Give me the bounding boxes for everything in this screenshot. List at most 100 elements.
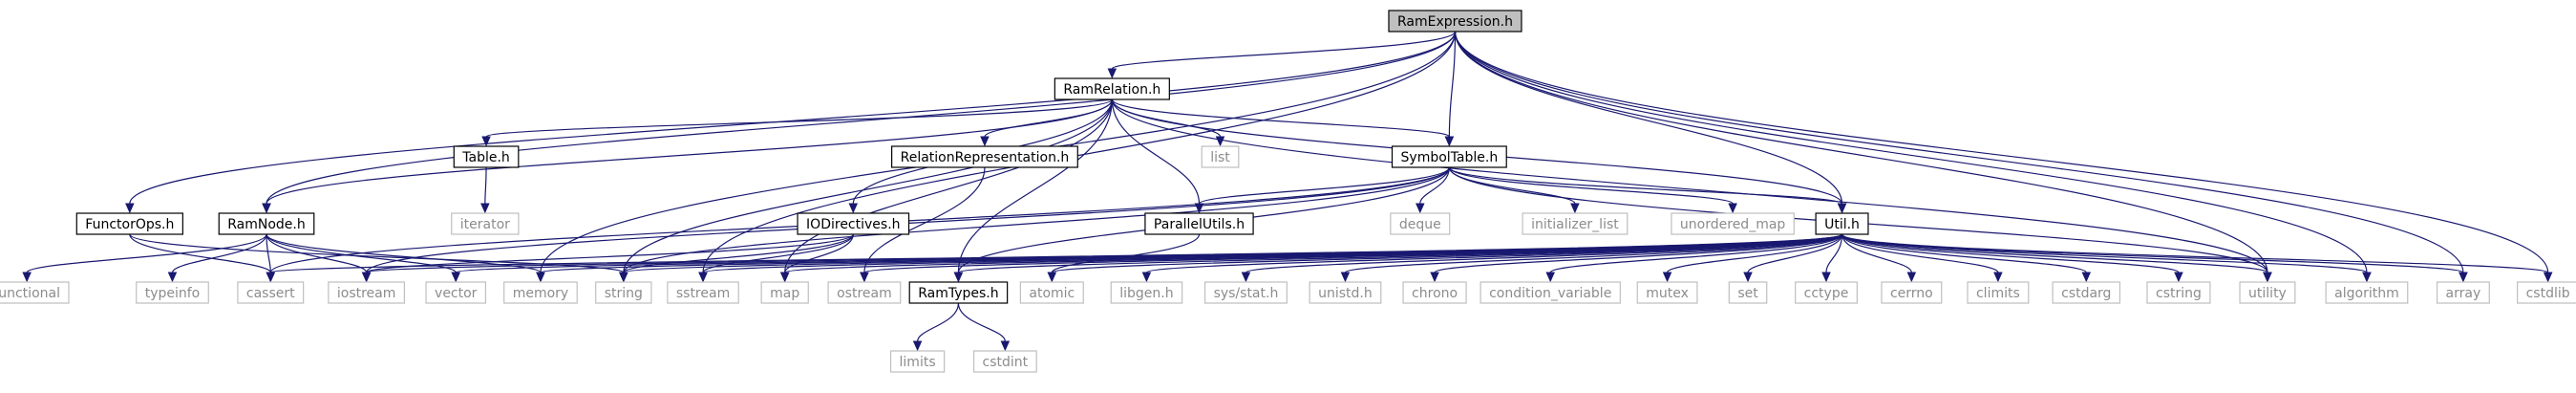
node-label: ParallelUtils.h (1154, 217, 1245, 232)
edge-util-h-to-utility (1841, 233, 2268, 273)
node-label: unistd.h (1318, 286, 1373, 301)
edge-arrowhead (1444, 136, 1455, 147)
edge-arrowhead (2543, 272, 2553, 283)
node-label: cstdarg (2061, 286, 2111, 301)
edge-ramrelation-h-to-ramnode-h (266, 98, 1113, 205)
node-unordered-map: unordered_map (1671, 212, 1795, 235)
node-label: sys/stat.h (1214, 286, 1279, 301)
edge-symboltable-h-to-string (623, 166, 1450, 273)
edge-util-h-to-mutex (1666, 233, 1843, 273)
edge-util-h-to-cstdlib (1841, 233, 2549, 273)
node-box (453, 145, 520, 168)
edge-arrowhead (1416, 203, 1425, 214)
node-iterator: iterator (451, 212, 520, 235)
node-label: cctype (1804, 286, 1849, 301)
edge-ramrelation-h-to-symboltable-h (1111, 98, 1450, 138)
edge-arrowhead (779, 272, 790, 283)
node-label: cstdlib (2526, 286, 2570, 301)
edge-arrowhead (912, 340, 923, 352)
node-label: algorithm (2334, 286, 2399, 301)
node-label: iterator (460, 217, 510, 232)
node-box (218, 212, 315, 235)
edge-arrowhead (1570, 203, 1580, 214)
node-box (1110, 281, 1183, 304)
edge-arrowhead (1743, 272, 1753, 283)
edge-ramexpression-h-to-utility (1454, 31, 2268, 273)
node-label: RamExpression.h (1397, 14, 1513, 30)
node-box (1522, 212, 1629, 235)
node-cerrno: cerrno (1881, 281, 1943, 304)
edge-arrowhead (1662, 272, 1672, 283)
edge-util-h-to-unistd-h (1344, 233, 1843, 273)
node-sys-stat-h: sys/stat.h (1203, 281, 1288, 304)
node-label: Util.h (1824, 217, 1860, 232)
node-box (891, 145, 1078, 168)
node-label: RamRelation.h (1063, 82, 1160, 98)
edge-arrowhead (361, 272, 372, 283)
node-label: IODirectives.h (806, 217, 900, 232)
node-box (1815, 212, 1869, 235)
node-cstdlib: cstdlib (2517, 281, 2576, 304)
edge-arrowhead (2174, 272, 2183, 283)
node-label: cassert (246, 286, 295, 301)
node-table-h[interactable]: Table.h (453, 145, 520, 168)
node-box (827, 281, 902, 304)
edge-ramrelation-h-to-utility (1111, 98, 2268, 273)
node-box (1390, 212, 1451, 235)
node-array: array (2436, 281, 2490, 304)
node-box (136, 281, 209, 304)
node-box (1636, 281, 1698, 304)
node-box (1728, 281, 1768, 304)
edge-arrowhead (1000, 340, 1011, 352)
edge-ramexpression-h-to-ramnode-h (266, 31, 1457, 205)
node-limits: limits (889, 350, 946, 373)
edge-arrowhead (1821, 272, 1831, 283)
node-box (1967, 281, 2030, 304)
node-string: string (595, 281, 652, 304)
edge-arrowhead (167, 272, 178, 283)
node-parallelutils-h[interactable]: ParallelUtils.h (1144, 212, 1254, 235)
node-relationrepresentation-h[interactable]: RelationRepresentation.h (891, 145, 1078, 168)
node-util-h[interactable]: Util.h (1815, 212, 1869, 235)
node-cstdarg: cstdarg (2052, 281, 2121, 304)
node-symboltable-h[interactable]: SymbolTable.h (1391, 145, 1507, 168)
node-functorops-h[interactable]: FunctorOps.h (75, 212, 183, 235)
edge-arrowhead (953, 272, 964, 283)
edge-arrowhead (480, 203, 490, 214)
node-box (1054, 77, 1170, 100)
node-cstring: cstring (2146, 281, 2211, 304)
edge-table-h-to-iterator (484, 166, 487, 205)
node-ramexpression-h[interactable]: RamExpression.h (1388, 10, 1522, 33)
node-label: climits (1976, 286, 2020, 301)
node-initializer-list: initializer_list (1522, 212, 1629, 235)
node-algorithm: algorithm (2325, 281, 2409, 304)
node-ramrelation-h[interactable]: RamRelation.h (1054, 77, 1170, 100)
node-cassert: cassert (237, 281, 305, 304)
edge-ramexpression-h-to-symboltable-h (1448, 31, 1457, 138)
edge-iodirectives-h-to-map (784, 233, 854, 273)
node-iodirectives-h[interactable]: IODirectives.h (797, 212, 910, 235)
edge-ramtypes-h-to-limits (916, 302, 960, 342)
edge-arrowhead (1047, 272, 1057, 283)
edge-util-h-to-chrono (1434, 233, 1843, 273)
edge-arrowhead (2362, 272, 2372, 283)
node-ramtypes-h[interactable]: RamTypes.h (908, 281, 1009, 304)
node-box (1671, 212, 1795, 235)
node-label: deque (1399, 217, 1441, 232)
edge-arrowhead (536, 272, 545, 283)
node-label: limits (900, 355, 936, 370)
node-ramnode-h[interactable]: RamNode.h (218, 212, 315, 235)
node-box (0, 281, 70, 304)
node-label: unordered_map (1680, 217, 1785, 232)
node-label: SymbolTable.h (1401, 150, 1499, 165)
edge-arrowhead (1141, 272, 1152, 283)
node-iostream: iostream (328, 281, 405, 304)
node-label: mutex (1646, 286, 1689, 301)
node-label: memory (513, 286, 569, 301)
node-box (1402, 281, 1467, 304)
edge-util-h-to-cstring (1841, 233, 2180, 273)
edge-symboltable-h-to-unordered-map (1448, 166, 1734, 205)
node-set: set (1728, 281, 1768, 304)
node-ostream: ostream (827, 281, 902, 304)
